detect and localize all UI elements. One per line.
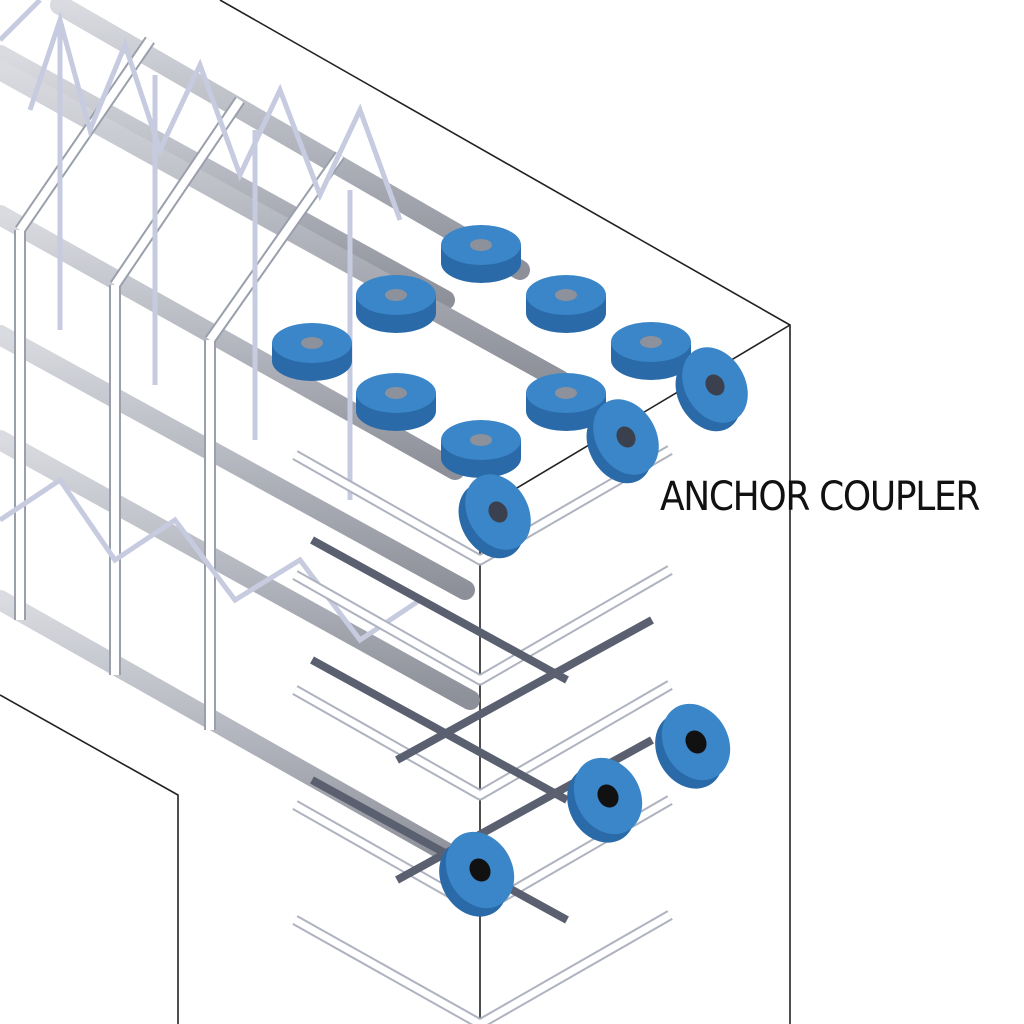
anchor-coupler-icon [356, 275, 436, 333]
top-anchor-couplers [272, 225, 691, 478]
anchor-coupler-icon [586, 399, 659, 484]
beam-truss-wires [0, 0, 422, 644]
anchor-coupler-icon [356, 373, 436, 431]
anchor-coupler-icon [675, 347, 748, 432]
side-anchor-couplers [439, 347, 748, 917]
anchor-coupler-icon [458, 474, 531, 559]
anchor-coupler-icon [441, 225, 521, 283]
anchor-coupler-label: ANCHOR COUPLER [660, 474, 980, 520]
anchor-coupler-icon [441, 420, 521, 478]
anchor-coupler-icon [526, 373, 606, 431]
anchor-coupler-icon [611, 322, 691, 380]
anchor-coupler-icon [567, 757, 643, 843]
anchor-coupler-icon [526, 275, 606, 333]
anchor-coupler-icon [272, 323, 352, 381]
column-cross-ties [310, 536, 654, 924]
anchor-coupler-icon [655, 703, 731, 789]
anchor-coupler-icon [439, 831, 515, 917]
